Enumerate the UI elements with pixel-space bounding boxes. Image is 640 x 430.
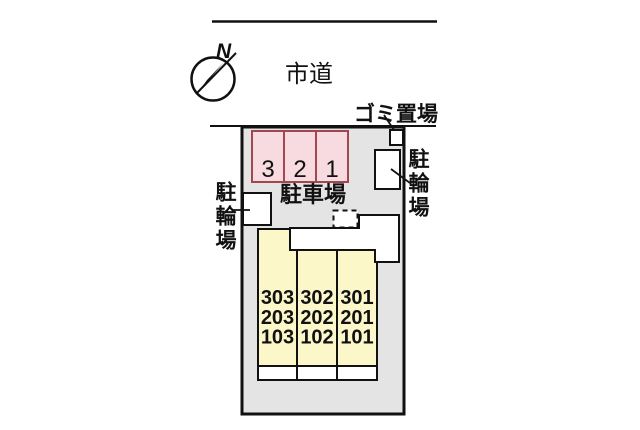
compass-needle-icon <box>196 62 224 95</box>
balcony-strip <box>257 365 298 381</box>
north-compass: N <box>190 40 237 102</box>
road-label: 市道 <box>285 61 333 88</box>
parking-label: 駐車場 <box>280 182 346 207</box>
entrance-dashed-box <box>332 209 359 229</box>
compass-needle-line <box>195 52 237 95</box>
balcony-strip <box>296 365 338 381</box>
unit-number: 302 <box>300 287 333 309</box>
unit-number: 303 <box>261 287 294 309</box>
compass-north-label: N <box>216 40 232 63</box>
building-corridor <box>289 214 400 263</box>
garbage-label: ゴミ置場 <box>354 102 438 126</box>
unit-number: 301 <box>340 287 373 309</box>
bicycle-left-label: 駐輪場 <box>213 181 236 253</box>
unit-number: 103 <box>261 327 294 349</box>
building-unit-column <box>336 249 378 367</box>
unit-number: 201 <box>340 307 373 329</box>
garbage-leader-line <box>383 114 395 131</box>
bicycle-parking-left-box <box>242 192 272 226</box>
bicycle-right-leader-line <box>390 168 411 184</box>
parking-block <box>252 131 348 182</box>
parking-space-number: 3 <box>261 156 274 183</box>
bicycle-parking-right-box <box>374 149 401 190</box>
unit-number: 202 <box>300 307 333 329</box>
parking-area: 3 2 1 駐車場 <box>251 130 349 207</box>
parking-space-number: 1 <box>325 156 338 183</box>
compass-circle-icon <box>190 56 236 102</box>
parking-block-border <box>251 130 349 183</box>
building: 303 203 103 302 202 102 301 201 101 <box>257 209 400 381</box>
unit-number: 203 <box>261 307 294 329</box>
balcony-strip <box>336 365 378 381</box>
garbage-box <box>389 129 404 146</box>
unit-numbers: 303 203 103 302 202 102 301 201 101 <box>261 287 374 349</box>
parking-space-number: 2 <box>293 156 306 183</box>
unit-number: 102 <box>300 327 333 349</box>
bicycle-right-label: 駐輪場 <box>406 148 429 220</box>
unit-number: 101 <box>340 327 373 349</box>
